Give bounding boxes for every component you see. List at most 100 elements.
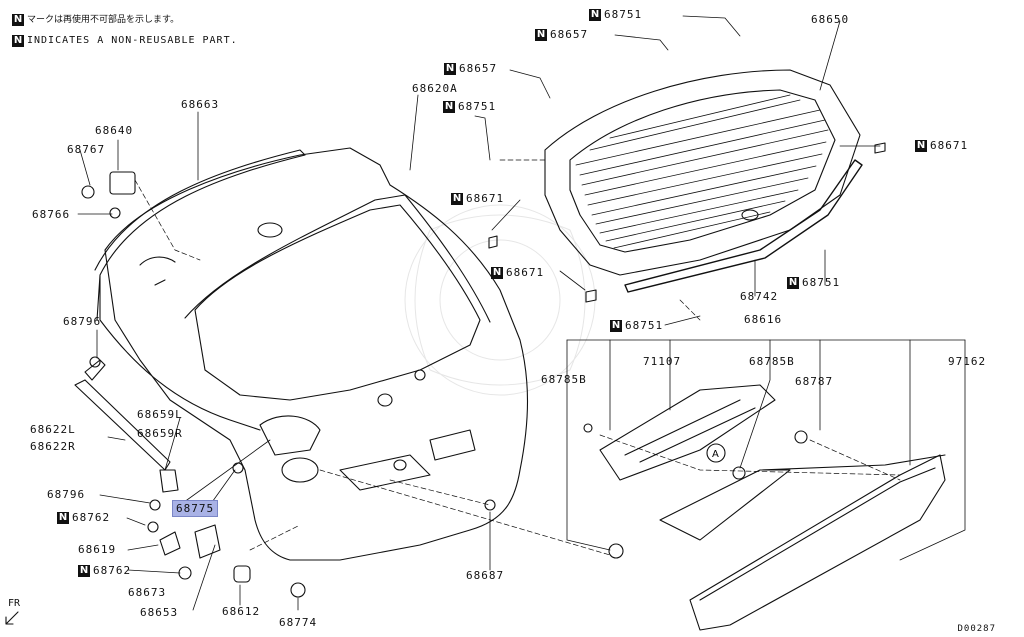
garnish-shape — [599, 384, 946, 631]
part-label-68653[interactable]: 68653 — [140, 607, 178, 619]
non-reusable-icon: N — [610, 320, 622, 332]
part-number: 68616 — [744, 313, 783, 326]
part-label-68774[interactable]: 68774 — [279, 617, 317, 629]
back-glass-shape — [544, 69, 861, 276]
part-number: 68774 — [279, 616, 318, 629]
fr-arrow — [5, 611, 19, 625]
part-label-68663[interactable]: 68663 — [181, 99, 219, 111]
part-number: 68659R — [137, 427, 183, 440]
part-number: 68767 — [67, 143, 106, 156]
part-label-68766[interactable]: 68766 — [32, 209, 70, 221]
part-number: 68673 — [128, 586, 167, 599]
non-reusable-icon: N — [451, 193, 463, 205]
part-label-68619[interactable]: 68619 — [78, 544, 116, 556]
part-number: 68785B — [541, 373, 587, 386]
part-label-68620a[interactable]: 68620A — [412, 83, 458, 95]
non-reusable-icon: N — [535, 29, 547, 41]
part-number: 68671 — [930, 139, 969, 152]
part-number: 68657 — [550, 28, 589, 41]
front-direction-label: FR — [8, 598, 21, 609]
part-number: 68796 — [47, 488, 86, 501]
part-label-68767[interactable]: 68767 — [67, 144, 105, 156]
part-number: 68785B — [749, 355, 795, 368]
part-number: 68653 — [140, 606, 179, 619]
part-number: 68671 — [506, 266, 545, 279]
part-label-68785b1[interactable]: 68785B — [541, 374, 587, 386]
non-reusable-icon: N — [78, 565, 90, 577]
part-number: 68742 — [740, 290, 779, 303]
part-label-68787[interactable]: 68787 — [795, 376, 833, 388]
part-label-68622l[interactable]: 68622L — [30, 424, 76, 436]
part-label-68622r[interactable]: 68622R — [30, 441, 76, 453]
part-label-68616[interactable]: 68616 — [744, 314, 782, 326]
part-number: 71107 — [643, 355, 682, 368]
non-reusable-icon: N — [12, 35, 24, 47]
diagram-code: D00287 — [957, 624, 996, 634]
part-label-68742[interactable]: 68742 — [740, 291, 778, 303]
part-label-68650[interactable]: 68650 — [811, 14, 849, 26]
legend-en-text: INDICATES A NON-REUSABLE PART. — [27, 35, 238, 46]
part-label-68785b2[interactable]: 68785B — [749, 356, 795, 368]
weatherstrip-shape — [94, 149, 306, 431]
non-reusable-icon: N — [491, 267, 503, 279]
part-number: 97162 — [948, 355, 987, 368]
part-number: 68796 — [63, 315, 102, 328]
non-reusable-icon: N — [444, 63, 456, 75]
part-label-68687[interactable]: 68687 — [466, 570, 504, 582]
hardware-shapes — [81, 142, 886, 598]
part-number: 68687 — [466, 569, 505, 582]
non-reusable-icon: N — [915, 140, 927, 152]
part-label-68673[interactable]: 68673 — [128, 587, 166, 599]
part-number: 68762 — [72, 511, 111, 524]
part-number: 68775 — [172, 500, 219, 517]
non-reusable-icon: N — [787, 277, 799, 289]
part-number: 68622R — [30, 440, 76, 453]
part-label-68659l[interactable]: 68659L — [137, 409, 183, 421]
molding-shape — [624, 159, 863, 293]
part-number: 68640 — [95, 124, 134, 137]
non-reusable-icon: N — [12, 14, 24, 26]
non-reusable-icon: N — [57, 512, 69, 524]
part-number: 68619 — [78, 543, 117, 556]
part-number: 68650 — [811, 13, 850, 26]
callout-a-text: A — [712, 449, 719, 460]
part-number: 68671 — [466, 192, 505, 205]
non-reusable-icon: N — [443, 101, 455, 113]
part-number: 68612 — [222, 605, 261, 618]
part-number: 68751 — [802, 276, 841, 289]
part-label-71107[interactable]: 71107 — [643, 356, 681, 368]
watermark — [404, 204, 596, 396]
part-label-97162[interactable]: 97162 — [948, 356, 986, 368]
part-label-68775[interactable]: 68775 — [172, 500, 219, 517]
gas-strut-shape — [74, 379, 171, 471]
part-label-68796a[interactable]: 68796 — [63, 316, 101, 328]
non-reusable-icon: N — [589, 9, 601, 21]
tailgate-door-shape — [104, 147, 529, 561]
part-label-68796b[interactable]: 68796 — [47, 489, 85, 501]
part-number: 68751 — [625, 319, 664, 332]
part-number: 68787 — [795, 375, 834, 388]
part-label-68659r[interactable]: 68659R — [137, 428, 183, 440]
callout-a-circle — [706, 443, 726, 463]
part-number: 68620A — [412, 82, 458, 95]
part-label-68640[interactable]: 68640 — [95, 125, 133, 137]
dashed-lines — [134, 159, 901, 556]
part-number: 68751 — [604, 8, 643, 21]
part-number: 68659L — [137, 408, 183, 421]
part-number: 68766 — [32, 208, 71, 221]
part-label-68612[interactable]: 68612 — [222, 606, 260, 618]
